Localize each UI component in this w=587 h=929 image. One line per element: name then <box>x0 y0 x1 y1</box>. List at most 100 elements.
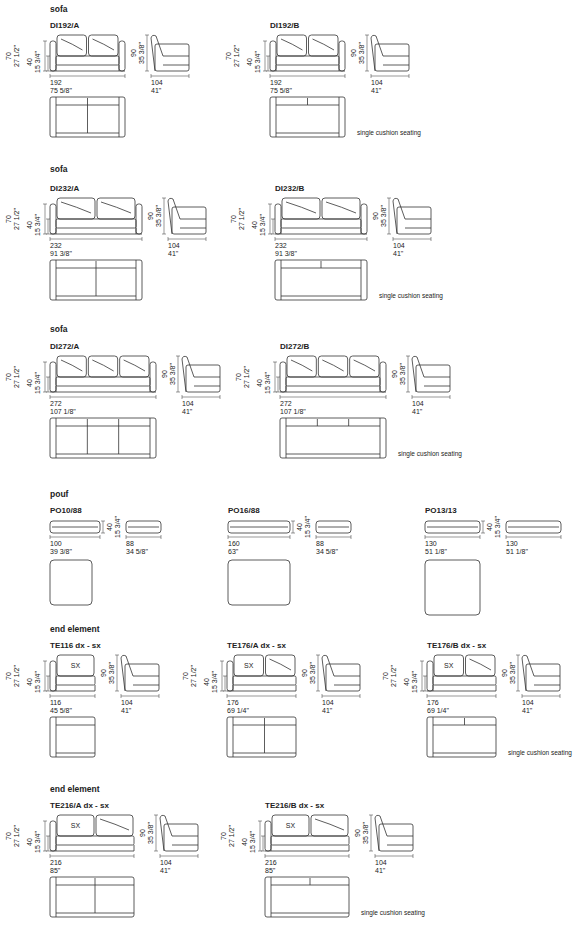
dimension-line <box>481 521 485 533</box>
dimension-label: 70 <box>5 832 12 840</box>
dimension-label: 176 <box>227 699 239 706</box>
front-view <box>50 655 95 691</box>
dimension-label: 75 5/8" <box>50 87 72 94</box>
plan-view <box>425 560 480 615</box>
dimension-label: 70 <box>230 215 237 223</box>
front-view <box>50 521 100 533</box>
dimension-label: 91 3/8" <box>50 250 72 257</box>
front-view <box>227 655 296 691</box>
dimension-label: 51 1/8" <box>425 548 447 555</box>
dimension-label: 100 <box>50 540 62 547</box>
dimension-label: 104 <box>182 400 194 407</box>
side-view <box>160 815 198 851</box>
dimension-label: 27 1/2" <box>13 825 20 847</box>
dimension-label: 130 <box>506 540 518 547</box>
plan-view <box>50 560 92 605</box>
model-code: DI232/A <box>50 185 79 193</box>
dimension-label: 272 <box>50 400 62 407</box>
side-view <box>393 198 431 234</box>
dimension-label: 116 <box>50 699 61 706</box>
note: single cushion seating <box>361 910 425 917</box>
model-code: TE216/A dx - sx <box>50 802 109 810</box>
dimension-label: 216 <box>50 859 62 866</box>
dimension-line <box>50 395 156 399</box>
dimension-line <box>406 356 410 392</box>
front-view <box>275 198 367 234</box>
dimension-label: 160 <box>228 540 240 547</box>
front-view <box>50 35 125 71</box>
side-view <box>151 35 189 71</box>
model-code: TE176/B dx - sx <box>427 642 486 650</box>
dimension-label: 41" <box>151 87 161 94</box>
side-view <box>322 655 360 691</box>
dimension-line <box>276 377 280 392</box>
dimension-label: 91 3/8" <box>275 250 297 257</box>
dimension-line <box>280 395 386 399</box>
dimension-label: 39 3/8" <box>50 548 72 555</box>
dimension-label: 35 3/8" <box>108 662 115 684</box>
dimension-label: 41" <box>375 867 385 874</box>
section-heading: sofa <box>50 165 67 174</box>
note: single cushion seating <box>357 130 421 137</box>
dimension-label: 40 <box>26 678 33 686</box>
dimension-label: 15 3/4" <box>411 671 418 693</box>
dimension-label: 40 <box>296 523 303 531</box>
front-view <box>50 815 134 851</box>
dimension-label: 90 <box>350 49 357 57</box>
dimension-label: 69 1/4" <box>427 707 449 714</box>
note: single cushion seating <box>398 451 462 458</box>
dimension-label: 27 1/2" <box>233 45 240 67</box>
dimension-label: 15 3/4" <box>264 372 271 394</box>
dimension-label: 70 <box>182 672 189 680</box>
dimension-line <box>516 655 520 691</box>
dimension-label: 27 1/2" <box>228 825 235 847</box>
dimension-label: 232 <box>275 242 287 249</box>
dimension-label: 70 <box>5 672 12 680</box>
dimension-label: 15 3/4" <box>34 51 41 73</box>
dimension-line <box>316 535 351 539</box>
dimension-label: 34 5/8" <box>126 548 148 555</box>
dimension-line <box>160 854 198 858</box>
section-heading: sofa <box>50 325 67 334</box>
dimension-line <box>522 694 560 698</box>
front-view <box>228 521 290 533</box>
dimension-label: 90 <box>391 370 398 378</box>
dimension-label: 41" <box>168 250 178 257</box>
dimension-line <box>266 56 270 71</box>
dimension-line <box>316 655 320 691</box>
dimension-line <box>371 74 409 78</box>
dimension-label: 130 <box>425 540 437 547</box>
dimension-label: 70 <box>220 832 227 840</box>
dimension-line <box>145 35 149 71</box>
front-view <box>265 815 349 851</box>
dimension-label: 35 3/8" <box>362 822 369 844</box>
dimension-label: 35 3/8" <box>169 363 176 385</box>
dimension-line <box>412 395 450 399</box>
dimension-line <box>275 237 367 241</box>
dimension-line <box>121 694 159 698</box>
dimension-label: 104 <box>393 242 405 249</box>
section-heading: end element <box>50 625 100 634</box>
dimension-label: 27 1/2" <box>13 45 20 67</box>
dimension-line <box>425 535 480 539</box>
dimension-label: 27 1/2" <box>190 665 197 687</box>
dimension-label: 40 <box>256 379 263 387</box>
side-view <box>121 655 159 691</box>
plan-view <box>50 418 156 458</box>
dimension-label: 51 1/8" <box>506 548 528 555</box>
dimension-label: 90 <box>100 669 107 677</box>
front-view <box>427 655 496 691</box>
front-view <box>270 35 345 71</box>
dimension-line <box>176 356 180 392</box>
model-code: DI192/B <box>270 22 299 30</box>
dimension-line <box>162 198 166 234</box>
dimension-line <box>223 676 227 691</box>
dimension-label: 88 <box>126 540 134 547</box>
dimension-label: 40 <box>26 58 33 66</box>
model-code: DI272/B <box>280 343 309 351</box>
plan-view <box>228 560 290 605</box>
dimension-label: 35 3/8" <box>399 363 406 385</box>
dimension-label: 90 <box>130 49 137 57</box>
dimension-label: 70 <box>5 215 12 223</box>
dimension-label: 192 <box>50 79 62 86</box>
